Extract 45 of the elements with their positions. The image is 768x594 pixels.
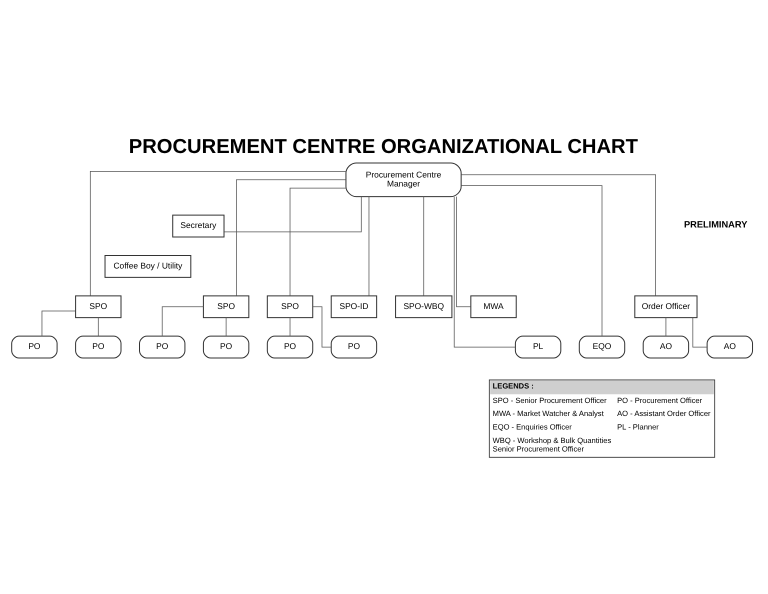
legend-label: PO - Procurement Officer — [617, 395, 702, 404]
label: PRELIMINARY — [684, 219, 748, 230]
node-box: AO — [642, 335, 690, 358]
connector — [224, 196, 362, 232]
connector — [461, 174, 656, 296]
node-box: PO — [202, 335, 250, 358]
legend-label: SPO - Senior Procurement Officer — [492, 395, 607, 404]
node-box: PO — [11, 335, 58, 358]
connector — [368, 196, 370, 296]
label: LEGENDS : — [492, 380, 534, 390]
connector — [312, 306, 332, 347]
legend-label: PL - Planner — [617, 422, 659, 432]
connector — [162, 306, 204, 336]
connector — [290, 187, 346, 296]
node-box: Order Officer — [634, 294, 698, 318]
connector — [236, 178, 346, 296]
legend-label: AO - Assistant Order Officer — [617, 408, 711, 418]
node-box: Procurement Centre Manager — [345, 162, 462, 197]
node-box: Secretary — [172, 214, 225, 237]
node-box: MWA — [470, 294, 517, 318]
connector — [42, 310, 76, 336]
node-box: PO — [266, 335, 314, 358]
node-box: PO — [139, 335, 186, 358]
node-box: SPO — [202, 294, 250, 318]
node-box: SPO-WBQ — [395, 294, 452, 318]
connector — [460, 184, 602, 336]
node-box: SPO — [75, 294, 122, 318]
connector — [423, 196, 424, 296]
legend-label: WBQ - Workshop & Bulk Quantities Senior Procurement Officer — [492, 436, 612, 454]
legend-label: MWA - Market Watcher & Analyst — [492, 408, 604, 418]
connector — [456, 196, 472, 307]
node-box: PO — [75, 335, 122, 358]
connector — [98, 316, 99, 336]
connector — [692, 316, 708, 347]
legend-label: EQO - Enquiries Officer — [492, 422, 572, 432]
node-box: PL — [514, 335, 562, 358]
node-box: EQO — [578, 335, 626, 358]
node-box: PO — [330, 335, 378, 358]
node-box: Coffee Boy / Utility — [104, 254, 192, 278]
connector — [454, 196, 516, 347]
node-box: AO — [706, 335, 754, 358]
connector — [90, 170, 346, 296]
diagram-title: PROCUREMENT CENTRE ORGANIZATIONAL CHART — [128, 136, 638, 158]
node-box: SPO-ID — [330, 294, 378, 318]
node-box: SPO — [266, 294, 314, 318]
